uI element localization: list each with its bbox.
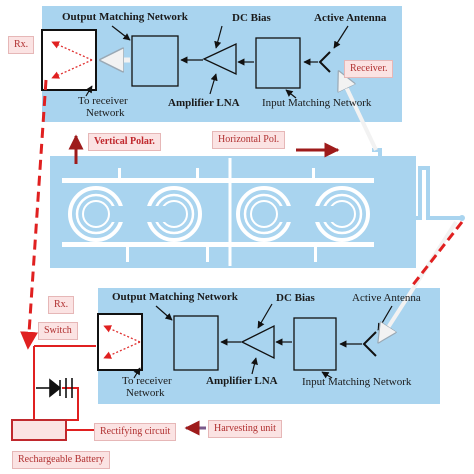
rx-bottom-tag: Rx. (48, 296, 75, 314)
harvesting-unit-tag: Harvesting unit (208, 420, 282, 438)
antenna-strip-1 (112, 206, 166, 222)
bottom-dc-bias-label: DC Bias (276, 292, 315, 304)
top-amp-arrow (209, 73, 218, 95)
bottom-active-antenna-label: Active Antenna (352, 292, 421, 304)
bottom-input-matching-label: Input Matching Network (302, 376, 412, 388)
bottom-output-matching-label: Output Matching Network (112, 291, 238, 303)
antenna-feed-point (459, 215, 465, 221)
top-to-receiver-arrow (85, 85, 93, 97)
top-rx-dotted-1 (51, 41, 93, 61)
bottom-antenna-symbol (362, 331, 377, 357)
top-rx-dotted-2 (51, 59, 93, 79)
bottom-network-label: Network (126, 387, 165, 399)
receiver-tag: Receiver. (344, 60, 394, 78)
top-dc-bias-label: DC Bias (232, 12, 271, 24)
antenna-bottom-feed (62, 242, 374, 247)
bottom-to-receiver-label: To receiver (122, 375, 172, 387)
antenna-bottom-stub-3 (314, 246, 317, 262)
bottom-to-receiver-arrow (133, 367, 141, 379)
bottom-input-matching-arrow (321, 371, 333, 379)
rechargeable-battery-box (11, 419, 67, 441)
receiver-link-top (340, 74, 378, 151)
bottom-amplifier-label: Amplifier LNA (206, 375, 278, 387)
top-input-matching-block (255, 37, 301, 89)
antenna-strip-2 (280, 206, 334, 222)
antenna-bottom-stub-1 (126, 246, 129, 262)
bottom-rx-box (97, 313, 143, 371)
bottom-input-matching-block (293, 317, 337, 371)
top-output-matching-label: Output Matching Network (62, 11, 188, 23)
top-active-antenna-label: Active Antenna (314, 12, 387, 24)
switch-tag: Switch (38, 322, 78, 340)
top-to-receiver-label: To receiver (78, 95, 128, 107)
top-amplifier-triangle (202, 42, 237, 76)
receiver-link-bottom (380, 220, 458, 340)
top-input-matching-label: Input Matching Network (262, 97, 372, 109)
top-antenna-arrow (333, 25, 349, 49)
antenna-top-feed (62, 178, 374, 183)
antenna-feed-stub-1 (118, 168, 121, 180)
top-rx-box (41, 29, 97, 91)
red-dashed-rx-to-switch (20, 79, 48, 350)
antenna-bottom-stub-2 (206, 246, 209, 262)
top-input-matching-arrow (285, 89, 297, 99)
bottom-rx-dotted-2 (103, 341, 141, 359)
vertical-polar-tag: Vertical Polar. (88, 133, 161, 151)
top-dc-bias-arrow (214, 25, 223, 49)
antenna-feed-stub-3 (312, 168, 315, 180)
rectifier-icon (36, 378, 73, 398)
top-antenna-symbol (318, 51, 331, 73)
top-network-label: Network (86, 107, 125, 119)
bottom-amplifier-triangle (240, 324, 275, 360)
antenna-feed-stub-2 (196, 168, 199, 180)
rechargeable-battery-tag: Rechargeable Battery (12, 451, 111, 469)
rx-top-tag: Rx. (8, 36, 35, 54)
top-output-matching-block (131, 35, 179, 87)
antenna-meander (372, 148, 460, 220)
bottom-dc-bias-arrow (257, 303, 273, 329)
top-output-matching-arrow (111, 25, 131, 41)
bottom-output-matching-arrow (155, 305, 173, 321)
horizontal-pol-tag: Horizontal Pol. (212, 131, 286, 149)
top-amplifier-label: Amplifier LNA (168, 97, 240, 109)
rectifying-circuit-tag: Rectifying circuit (94, 423, 177, 441)
bottom-amp-arrow (250, 357, 258, 375)
bottom-rx-dotted-1 (103, 325, 141, 343)
bottom-output-matching-block (173, 315, 219, 371)
